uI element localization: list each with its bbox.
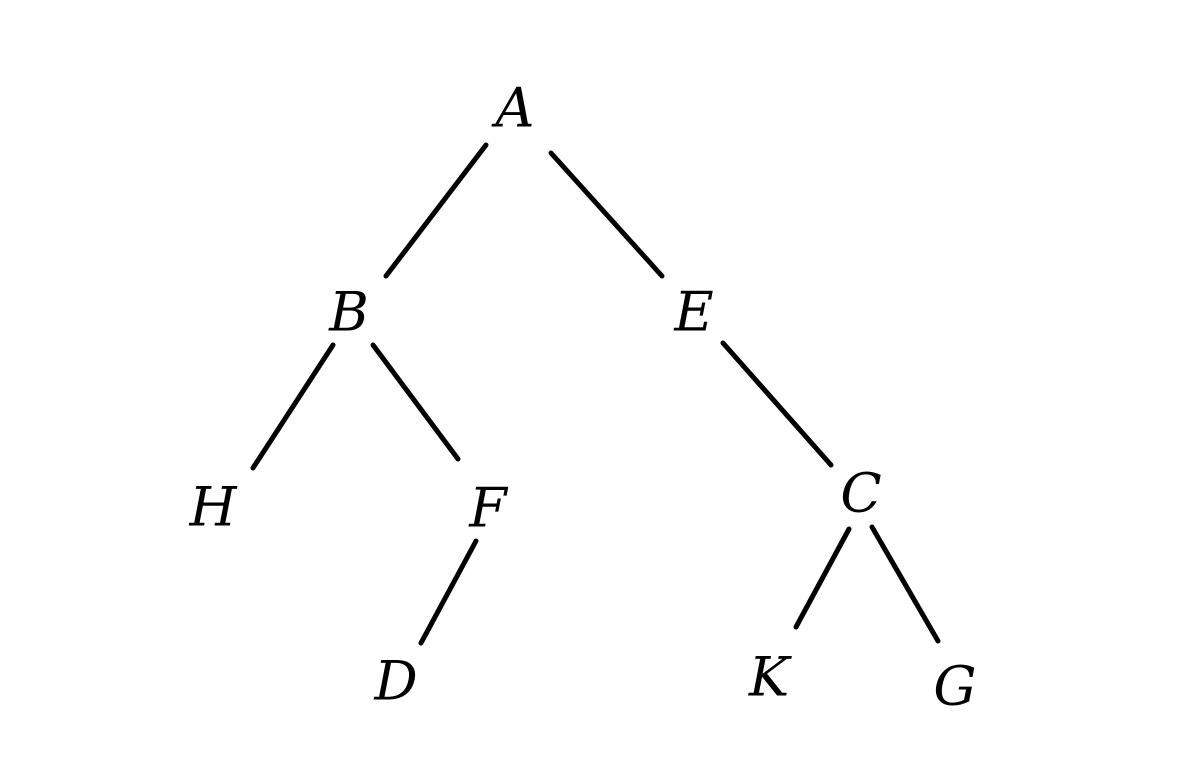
node-d: D (373, 650, 417, 713)
node-k: K (748, 646, 792, 709)
edge-f-d (418, 538, 479, 646)
edge-b-f (370, 342, 461, 462)
node-a: A (491, 77, 535, 140)
node-h: H (188, 476, 237, 539)
edge-c-k (793, 526, 852, 630)
edge-c-g (869, 524, 941, 644)
node-f: F (468, 477, 509, 540)
node-b: B (328, 281, 369, 344)
node-e: E (673, 281, 713, 344)
edges (250, 142, 941, 646)
node-c: C (840, 462, 881, 525)
edge-e-c (720, 340, 834, 468)
node-g: G (933, 655, 976, 718)
edge-a-e (548, 150, 665, 279)
edge-a-b (383, 142, 489, 279)
nodes: A B E H F C D K G (188, 77, 976, 718)
edge-b-h (250, 342, 336, 471)
